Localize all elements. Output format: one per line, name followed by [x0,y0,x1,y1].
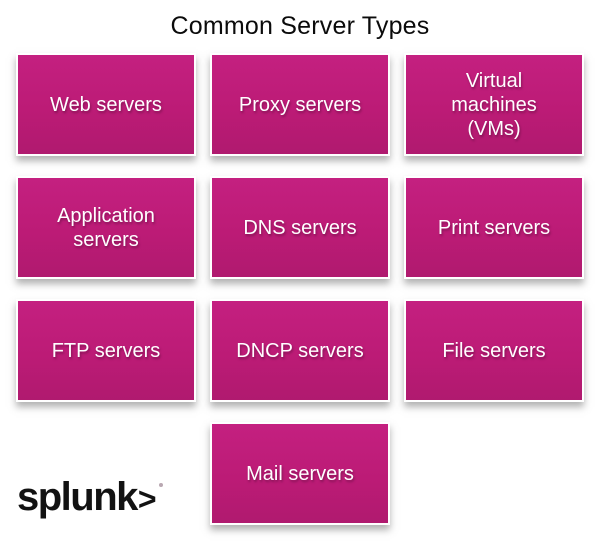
server-box-virtual-machines: Virtual machines (VMs) [404,53,584,156]
server-box-label: DNS servers [243,216,357,239]
splunk-logo-trademark-dot-icon [158,483,163,487]
server-box-label: Virtual machines (VMs) [451,69,537,140]
server-box-web: Web servers [16,53,196,156]
splunk-logo: splunk> [17,475,163,519]
server-box-application: Application servers [16,176,196,279]
splunk-logo-chevron-icon: > [137,481,157,517]
server-box-label: Web servers [50,93,162,116]
server-box-mail: Mail servers [210,422,390,525]
server-box-label: DNCP servers [236,339,364,362]
splunk-logo-text: splunk [17,475,138,519]
server-box-ftp: FTP servers [16,299,196,402]
server-box-label: Proxy servers [238,93,362,116]
server-box-print: Print servers [404,176,584,279]
page-title: Common Server Types [170,12,430,40]
server-grid: Web servers Proxy servers Virtual machin… [16,53,584,525]
server-box-label: File servers [442,339,546,362]
server-box-label: Mail servers [246,462,354,485]
server-box-proxy: Proxy servers [210,53,390,156]
server-box-label: Print servers [437,216,551,239]
server-box-file: File servers [404,299,584,402]
server-box-dncp: DNCP servers [210,299,390,402]
server-box-label: FTP servers [51,339,161,362]
server-box-dns: DNS servers [210,176,390,279]
server-box-label: Application servers [57,204,155,251]
